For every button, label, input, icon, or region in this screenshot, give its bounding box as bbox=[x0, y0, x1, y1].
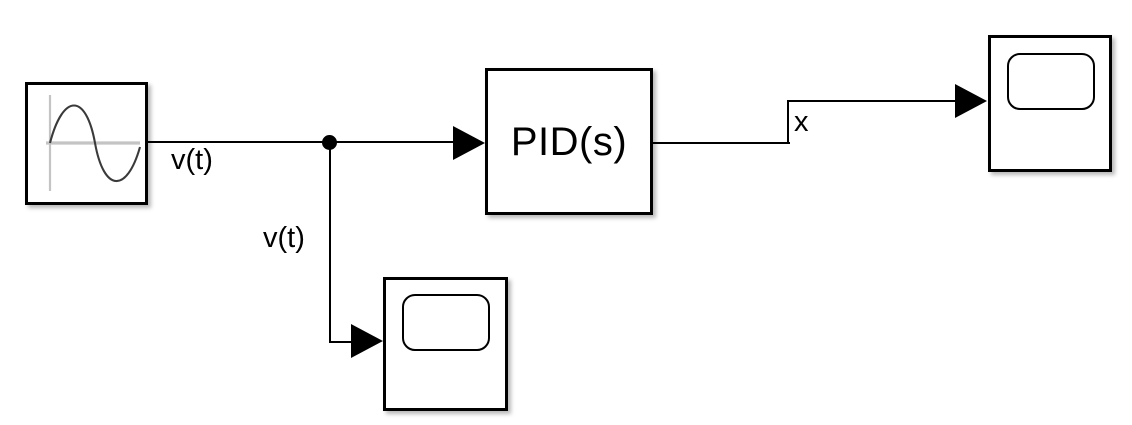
scope-input-block[interactable] bbox=[383, 277, 508, 411]
scope-output-block[interactable] bbox=[988, 35, 1112, 172]
wire-source-to-branch[interactable] bbox=[148, 141, 331, 144]
scope-icon bbox=[1007, 53, 1095, 110]
arrow-into-scope-top-icon bbox=[955, 84, 987, 118]
pid-controller-block[interactable]: PID(s) bbox=[485, 68, 653, 215]
wire-branch-to-pid[interactable] bbox=[329, 141, 454, 144]
signal-label-branch-out: v(t) bbox=[263, 222, 305, 254]
scope-icon bbox=[402, 294, 490, 351]
signal-label-pid-out: x bbox=[794, 106, 809, 138]
wire-pid-output-riser[interactable] bbox=[787, 100, 790, 144]
wire-branch-vertical[interactable] bbox=[329, 141, 332, 343]
wire-pid-output[interactable] bbox=[653, 142, 790, 145]
sine-wave-icon bbox=[46, 95, 142, 191]
arrow-into-pid-icon bbox=[453, 126, 485, 160]
signal-label-source-out: v(t) bbox=[171, 144, 213, 176]
sine-wave-source-block[interactable] bbox=[25, 82, 148, 205]
pid-block-label: PID(s) bbox=[510, 119, 628, 164]
wire-to-scope-top[interactable] bbox=[787, 100, 959, 103]
signal-branch-point[interactable] bbox=[322, 135, 337, 150]
arrow-into-scope-bottom-icon bbox=[351, 324, 383, 358]
wire-branch-to-scope-bottom[interactable] bbox=[329, 341, 354, 344]
